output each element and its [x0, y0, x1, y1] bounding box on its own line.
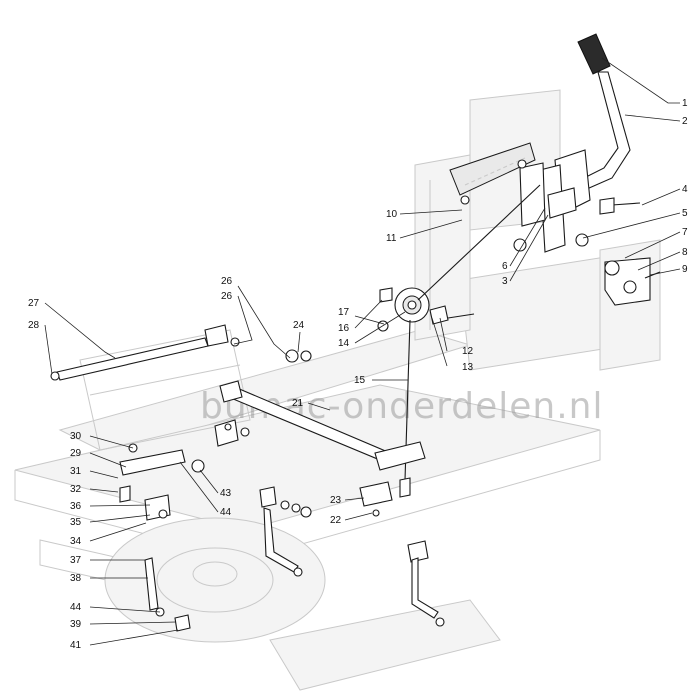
callout-10: 10: [386, 209, 398, 220]
main-lift-shaft: [214, 380, 426, 471]
lift-lever-assembly: [519, 33, 641, 253]
callout-44b: 44: [70, 602, 82, 613]
lever-grip: [577, 33, 611, 75]
callout-44a: 44: [220, 507, 232, 518]
callout-17: 17: [338, 307, 350, 318]
sector-plate: [449, 142, 536, 205]
callout-27: 27: [28, 298, 40, 309]
callout-43: 43: [220, 488, 232, 499]
callout-1: 1: [682, 98, 688, 109]
left-hanger-bracket: [119, 443, 205, 521]
callout-7: 7: [682, 227, 688, 238]
callout-12: 12: [462, 346, 474, 357]
callout-14: 14: [338, 338, 350, 349]
callout-26a: 26: [221, 276, 233, 287]
callout-35: 35: [70, 517, 82, 528]
callout-8: 8: [682, 247, 688, 258]
callout-30: 30: [70, 431, 82, 442]
callout-13: 13: [462, 362, 474, 373]
chassis-frame: [14, 89, 661, 691]
callout-24: 24: [293, 320, 305, 331]
callout-36: 36: [70, 501, 82, 512]
callout-29: 29: [70, 448, 82, 459]
lift-rod-left: [50, 324, 229, 381]
callout-labels: 1 2 4 5 7 8 9 10 11 6 3 26 26 24 17 16 1…: [28, 98, 688, 651]
callout-3: 3: [502, 276, 508, 287]
callout-32: 32: [70, 484, 82, 495]
callout-5: 5: [682, 208, 688, 219]
callout-2: 2: [682, 116, 688, 127]
spacer-parts: [230, 337, 312, 363]
front-hanger-rod-right: [407, 540, 445, 627]
callout-34: 34: [70, 536, 82, 547]
callout-21: 21: [292, 398, 304, 409]
callout-6: 6: [502, 261, 508, 272]
callout-15: 15: [354, 375, 366, 386]
leader-lines: [44, 57, 681, 646]
callout-41: 41: [70, 640, 82, 651]
callout-16: 16: [338, 323, 350, 334]
callout-31: 31: [70, 466, 82, 477]
callout-9: 9: [682, 264, 688, 275]
front-hanger-rod-left: [144, 557, 191, 632]
callout-39: 39: [70, 619, 82, 630]
callout-23: 23: [330, 495, 342, 506]
callout-11: 11: [386, 233, 397, 244]
right-hanger-bracket: [359, 481, 393, 517]
callout-22: 22: [330, 515, 342, 526]
callout-4: 4: [682, 184, 688, 195]
center-hanger-rod: [259, 486, 312, 577]
callout-28: 28: [28, 320, 40, 331]
callout-26b: 26: [221, 291, 233, 302]
callout-38: 38: [70, 573, 82, 584]
callout-37: 37: [70, 555, 82, 566]
